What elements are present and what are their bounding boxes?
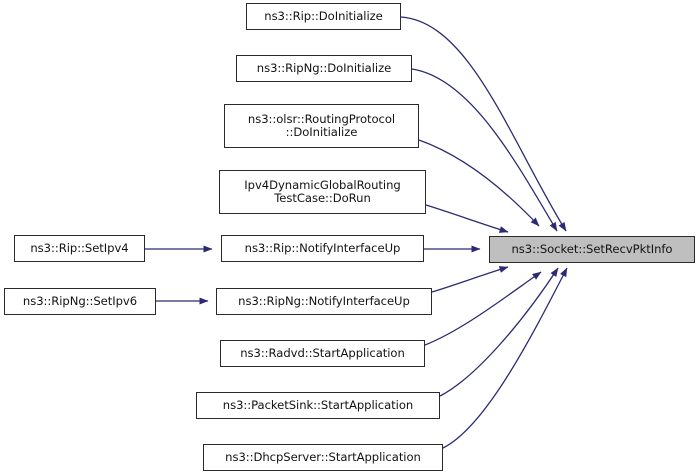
graph-node-rip_notifyup[interactable]: ns3::Rip::NotifyInterfaceUp bbox=[221, 235, 424, 262]
graph-edge bbox=[418, 139, 540, 227]
graph-node-rip_setipv4[interactable]: ns3::Rip::SetIpv4 bbox=[14, 235, 145, 262]
graph-node-ripng_notifyup[interactable]: ns3::RipNg::NotifyInterfaceUp bbox=[216, 288, 432, 315]
graph-edge bbox=[425, 204, 509, 233]
graph-node-rip_doinit[interactable]: ns3::Rip::DoInitialize bbox=[246, 3, 401, 30]
graph-edge bbox=[411, 68, 558, 232]
graph-edge bbox=[442, 267, 568, 449]
graph-node-packetsink_start[interactable]: ns3::PacketSink::StartApplication bbox=[196, 392, 440, 419]
graph-node-label: Ipv4DynamicGlobalRouting TestCase::DoRun bbox=[244, 178, 401, 205]
graph-edge bbox=[424, 271, 542, 346]
graph-node-dhcpserver_start[interactable]: ns3::DhcpServer::StartApplication bbox=[203, 444, 443, 471]
graph-node-ripng_doinit[interactable]: ns3::RipNg::DoInitialize bbox=[236, 55, 412, 82]
graph-node-label: ns3::Socket::SetRecvPktInfo bbox=[511, 242, 673, 256]
graph-node-label: ns3::DhcpServer::StartApplication bbox=[225, 450, 421, 464]
graph-node-label: ns3::Rip::DoInitialize bbox=[264, 9, 383, 23]
graph-edge bbox=[439, 267, 559, 397]
graph-node-olsr_doinit[interactable]: ns3::olsr::RoutingProtocol ::DoInitializ… bbox=[224, 104, 419, 148]
graph-node-label: ns3::Radvd::StartApplication bbox=[240, 346, 405, 360]
graph-node-label: ns3::olsr::RoutingProtocol ::DoInitializ… bbox=[247, 112, 396, 139]
graph-node-label: ns3::PacketSink::StartApplication bbox=[222, 398, 414, 412]
graph-node-label: ns3::Rip::NotifyInterfaceUp bbox=[244, 241, 401, 255]
graph-node-socket_setrecv[interactable]: ns3::Socket::SetRecvPktInfo bbox=[489, 236, 695, 263]
graph-node-label: ns3::RipNg::SetIpv6 bbox=[22, 294, 138, 308]
graph-node-radvd_start[interactable]: ns3::Radvd::StartApplication bbox=[220, 340, 425, 367]
graph-node-label: ns3::RipNg::NotifyInterfaceUp bbox=[238, 294, 410, 308]
graph-node-ripng_setipv6[interactable]: ns3::RipNg::SetIpv6 bbox=[4, 288, 156, 315]
graph-node-ipv4dyn_dorun[interactable]: Ipv4DynamicGlobalRouting TestCase::DoRun bbox=[219, 170, 426, 214]
graph-node-label: ns3::Rip::SetIpv4 bbox=[30, 241, 129, 255]
graph-node-label: ns3::RipNg::DoInitialize bbox=[256, 61, 392, 75]
graph-edge bbox=[431, 266, 509, 293]
